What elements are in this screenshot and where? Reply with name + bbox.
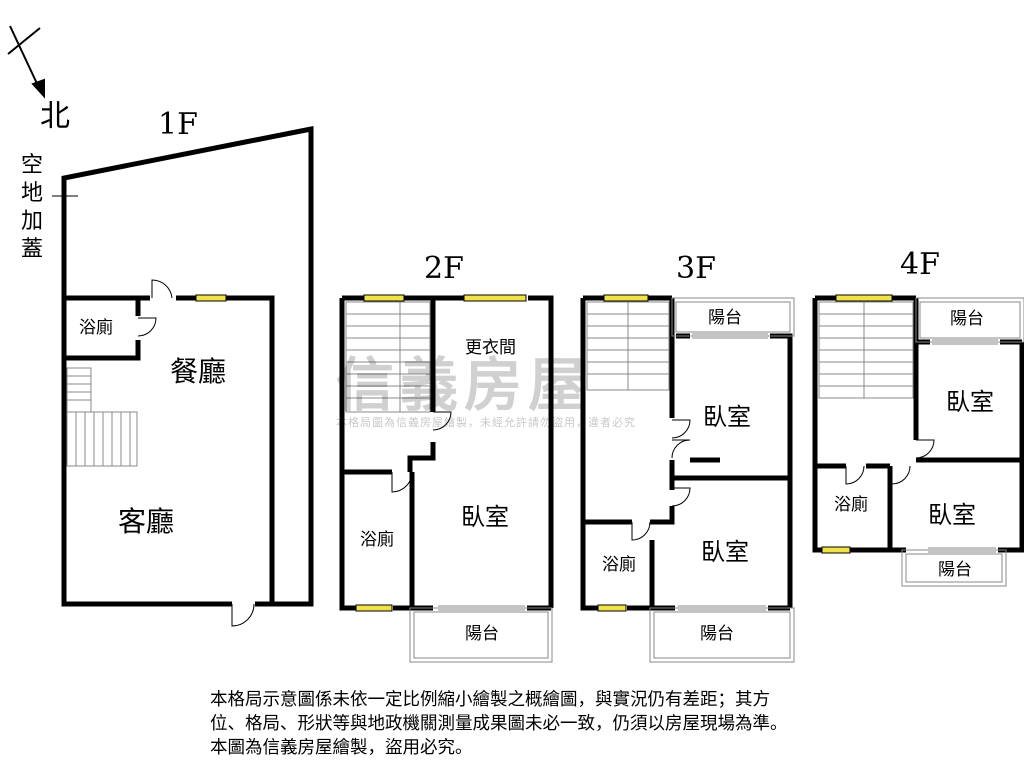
vertical-char: 地 xyxy=(20,181,43,206)
floor-4-balconies xyxy=(901,297,1024,587)
vertical-char: 蓋 xyxy=(20,237,43,262)
floor-4-walls xyxy=(812,295,1024,553)
vertical-char: 加 xyxy=(20,209,43,234)
watermark-brand: 信義房屋 xyxy=(336,351,593,419)
disclaimer-line: 位、格局、形狀等與地政機關測量成果圖未必一致，仍須以房屋現場為準。 xyxy=(210,714,788,734)
f4-bedroom-lower-label: 臥室 xyxy=(928,501,976,529)
floor-3-label: 3F xyxy=(676,251,716,286)
floor-1-doors xyxy=(137,279,255,627)
f2-closet-label: 更衣間 xyxy=(465,338,516,358)
floor-3-stairs xyxy=(586,301,670,391)
floor-2-doors xyxy=(391,411,452,493)
floor-1-window xyxy=(195,294,227,302)
f4-bathroom-label: 浴廁 xyxy=(834,495,868,515)
floor-1-label: 1F xyxy=(158,107,198,142)
f3-bedroom-lower-label: 臥室 xyxy=(701,538,749,566)
floor-3-doors xyxy=(631,419,691,541)
f1-living-room-label: 客廳 xyxy=(118,505,175,538)
floor-3-balconies xyxy=(649,297,795,663)
empty-lot-addition-label: 空 地 加 蓋 xyxy=(20,152,44,264)
f3-balcony-top-label: 陽台 xyxy=(708,308,742,328)
vertical-char: 空 xyxy=(20,153,43,178)
floor-1-walls xyxy=(61,125,314,607)
floor-4-doors xyxy=(845,439,935,485)
f2-bedroom-label: 臥室 xyxy=(461,503,509,531)
north-label: 北 xyxy=(40,99,70,134)
disclaimer-note: 本格局示意圖係未依一定比例縮小繪製之概繪圖，與實況仍有差距；其方 位、格局、形狀… xyxy=(210,688,930,760)
watermark-notice: 本格局圖為信義房屋繪製，未經允許請勿盜用，違者必究 xyxy=(336,416,636,429)
floor-4-label: 4F xyxy=(900,247,940,282)
north-arrow-icon xyxy=(7,25,45,99)
f2-balcony-label: 陽台 xyxy=(465,624,499,644)
floor-2-label: 2F xyxy=(424,251,464,286)
f1-dining-room-label: 餐廳 xyxy=(170,355,227,388)
f4-balcony-bottom-label: 陽台 xyxy=(938,560,972,580)
f1-bathroom-label: 浴廁 xyxy=(79,318,113,338)
f2-bathroom-label: 浴廁 xyxy=(360,530,394,550)
floor-2-stairs xyxy=(345,301,431,413)
f4-bedroom-upper-label: 臥室 xyxy=(946,388,994,416)
disclaimer-line: 本格局示意圖係未依一定比例縮小繪製之概繪圖，與實況仍有差距；其方 xyxy=(210,690,770,710)
floor-2-balcony xyxy=(409,605,553,663)
f3-bedroom-upper-label: 臥室 xyxy=(703,403,751,431)
f3-bathroom-label: 浴廁 xyxy=(602,555,636,575)
floor-1-stairs xyxy=(66,367,138,467)
disclaimer-line: 本圖為信義房屋繪製，盜用必究。 xyxy=(210,738,473,758)
f3-balcony-bottom-label: 陽台 xyxy=(700,624,734,644)
floor-4-stairs xyxy=(818,301,914,399)
f4-balcony-top-label: 陽台 xyxy=(950,309,984,329)
